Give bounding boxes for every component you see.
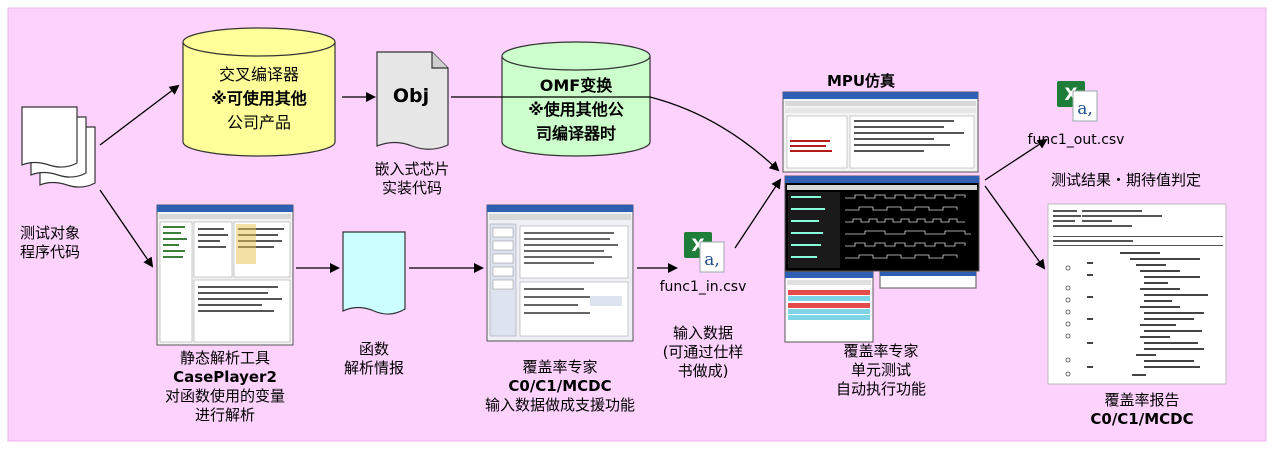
arrow-mpu-to-output [984, 138, 1048, 181]
func-out-caption: 测试结果・期待值判定 [1026, 171, 1226, 190]
coverage-input-line-3: 输入数据做成支援功能 [484, 396, 635, 414]
cross-compiler-line-1: 交叉编译器 [219, 65, 299, 84]
func-out-excel-label: a, [1077, 99, 1093, 119]
coverage-report-page [1047, 203, 1227, 385]
static-tool-line-2: CasePlayer2 [173, 368, 277, 386]
omf-line-2: ※使用其他公 [528, 100, 624, 119]
arrow-csv-to-mpu [734, 178, 782, 249]
func-in-caption-line-1: 输入数据 [672, 324, 733, 342]
document-stack-icon [21, 106, 96, 188]
obj-label: Obj [393, 85, 429, 107]
func-out-file: func1_out.csv [1028, 132, 1125, 148]
mpu-caption: 覆盖率专家 单元测试 自动执行功能 [826, 342, 936, 399]
source-label-line-2: 程序代码 [19, 243, 80, 261]
coverage-input-line-2: C0/C1/MCDC [508, 377, 612, 395]
report-label: 覆盖率报告 C0/C1/MCDC [1082, 391, 1202, 429]
coverage-input-screenshot [486, 204, 634, 342]
mpu-caption-line-2: 单元测试 [850, 361, 911, 379]
static-tool-line-4: 进行解析 [194, 406, 255, 424]
func-in-caption-line-2: (可通过仕样 [662, 343, 744, 361]
mpu-waveform-screenshot [784, 175, 980, 272]
cross-compiler-cylinder [182, 27, 336, 157]
report-line-2: C0/C1/MCDC [1090, 410, 1194, 428]
func-info-line-1: 函数 [358, 340, 389, 358]
coverage-input-label: 覆盖率专家 C0/C1/MCDC 输入数据做成支援功能 [462, 358, 658, 415]
func-info-line-2: 解析情报 [343, 359, 404, 377]
static-tool-line-1: 静态解析工具 [179, 349, 270, 367]
cross-compiler-line-3: 公司产品 [227, 113, 291, 132]
arrow-obj-omf-to-mpu [451, 96, 780, 172]
coverage-input-line-1: 覆盖率专家 [522, 358, 598, 376]
mpu-title: MPU仿真 [827, 72, 895, 90]
cross-compiler-line-2: ※可使用其他 [211, 89, 307, 108]
source-label: 测试对象 程序代码 [6, 224, 94, 262]
mpu-simulator-screenshot [782, 91, 979, 173]
caseplayer2-screenshot [156, 204, 294, 346]
mpu-result-screenshot [784, 271, 977, 343]
report-line-1: 覆盖率报告 [1104, 391, 1180, 409]
omf-cylinder [501, 41, 651, 157]
omf-line-3: 司编译器时 [536, 124, 616, 143]
func-in-file: func1_in.csv [660, 279, 747, 295]
func-in-caption: 输入数据 (可通过仕样 书做成) [660, 324, 746, 381]
omf-line-1: OMF变换 [540, 76, 613, 95]
excel-csv-icon-out: X a, [1057, 81, 1098, 122]
mpu-caption-line-1: 覆盖率专家 [843, 342, 919, 360]
source-label-line-1: 测试对象 [19, 224, 80, 242]
static-tool-line-3: 对函数使用的变量 [164, 387, 285, 405]
excel-csv-icon: X a, [684, 232, 725, 273]
arrow-mpu-to-report [984, 185, 1046, 270]
func-info-label: 函数 解析情报 [334, 340, 414, 378]
function-info-document [342, 231, 406, 315]
func-out-caption-line: 测试结果・期待值判定 [1050, 171, 1201, 189]
obj-caption-line-2: 实装代码 [381, 179, 442, 197]
obj-caption-line-1: 嵌入式芯片 [374, 160, 450, 178]
obj-caption: 嵌入式芯片 实装代码 [362, 160, 462, 198]
static-tool-label: 静态解析工具 CasePlayer2 对函数使用的变量 进行解析 [140, 349, 310, 425]
arrow-source-to-compiler [99, 84, 180, 146]
arrow-source-to-caseplayer [99, 189, 154, 268]
func-in-excel-label: a, [704, 250, 720, 270]
mpu-caption-line-3: 自动执行功能 [835, 380, 926, 398]
arrows [99, 84, 1048, 273]
obj-document [376, 51, 449, 150]
func-in-caption-line-3: 书做成) [677, 362, 729, 380]
